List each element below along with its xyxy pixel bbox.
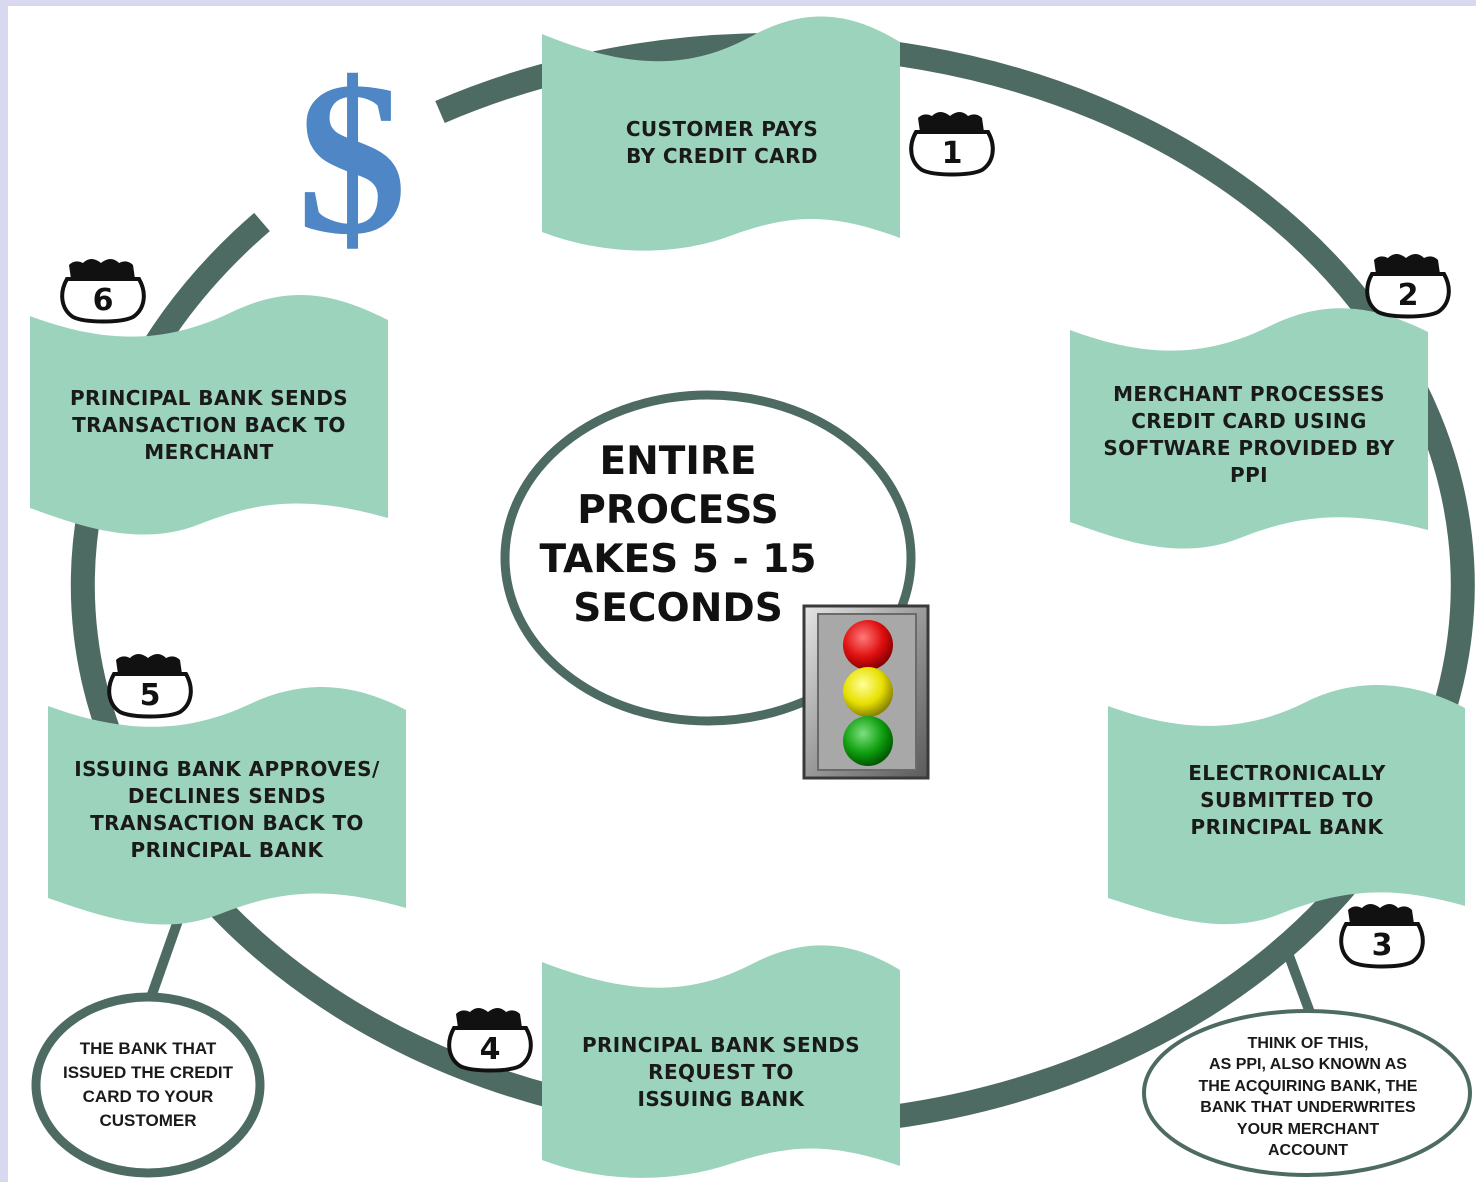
step-3-shield: 3 xyxy=(1339,904,1425,969)
step-6-banner xyxy=(30,294,388,535)
step-2-label: MERCHANT PROCESSES CREDIT CARD USING SOF… xyxy=(1103,382,1395,487)
process-duration-label: ENTIRE PROCESS TAKES 5 - 15 SECONDS xyxy=(539,439,817,631)
step-5-label: ISSUING BANK APPROVES/ DECLINES SENDS TR… xyxy=(74,757,380,862)
step-6-shield: 6 xyxy=(60,259,146,324)
issuing-bank-note-circle xyxy=(31,992,265,1178)
yellow-light xyxy=(843,667,893,717)
step-2-shield: 2 xyxy=(1365,254,1451,319)
step-1-banner xyxy=(542,16,900,251)
step-3-banner xyxy=(1108,685,1465,925)
step-4-banner xyxy=(542,945,900,1178)
step-5-banner xyxy=(48,687,406,925)
step-4-number: 4 xyxy=(480,1032,501,1067)
issuing-bank-connector xyxy=(145,913,185,1002)
traffic-light-icon xyxy=(802,604,930,780)
step-1-number: 1 xyxy=(942,136,963,171)
step-6-number: 6 xyxy=(93,283,114,318)
green-light xyxy=(843,716,893,766)
issuing-bank-note: THE BANK THAT ISSUED THE CREDIT CARD TO … xyxy=(62,1039,234,1130)
step-1-label: CUSTOMER PAYS BY CREDIT CARD xyxy=(625,117,819,168)
step-1-shield: 1 xyxy=(909,112,995,177)
step-4-shield: 4 xyxy=(447,1008,533,1073)
step-4-label: PRINCIPAL BANK SENDS REQUEST TO ISSUING … xyxy=(581,1032,861,1111)
process-ring xyxy=(70,33,1475,1138)
principal-bank-note-circle xyxy=(1142,1009,1472,1177)
step-3-label: ELECTRONICALLY SUBMITTED TO PRINCIPAL BA… xyxy=(1188,760,1386,839)
principal-bank-note: THINK OF THIS, AS PPI, ALSO KNOWN AS THE… xyxy=(1198,1034,1418,1160)
dollar-sign-icon: $ xyxy=(297,36,407,280)
red-light xyxy=(843,620,893,670)
step-5-shield: 5 xyxy=(107,654,193,719)
step-6-label: PRINCIPAL BANK SENDS TRANSACTION BACK TO… xyxy=(69,385,349,464)
step-5-number: 5 xyxy=(140,678,161,713)
principal-bank-connector xyxy=(1280,943,1317,1020)
step-2-number: 2 xyxy=(1398,278,1419,313)
step-3-number: 3 xyxy=(1372,928,1393,963)
step-2-banner xyxy=(1070,308,1428,549)
